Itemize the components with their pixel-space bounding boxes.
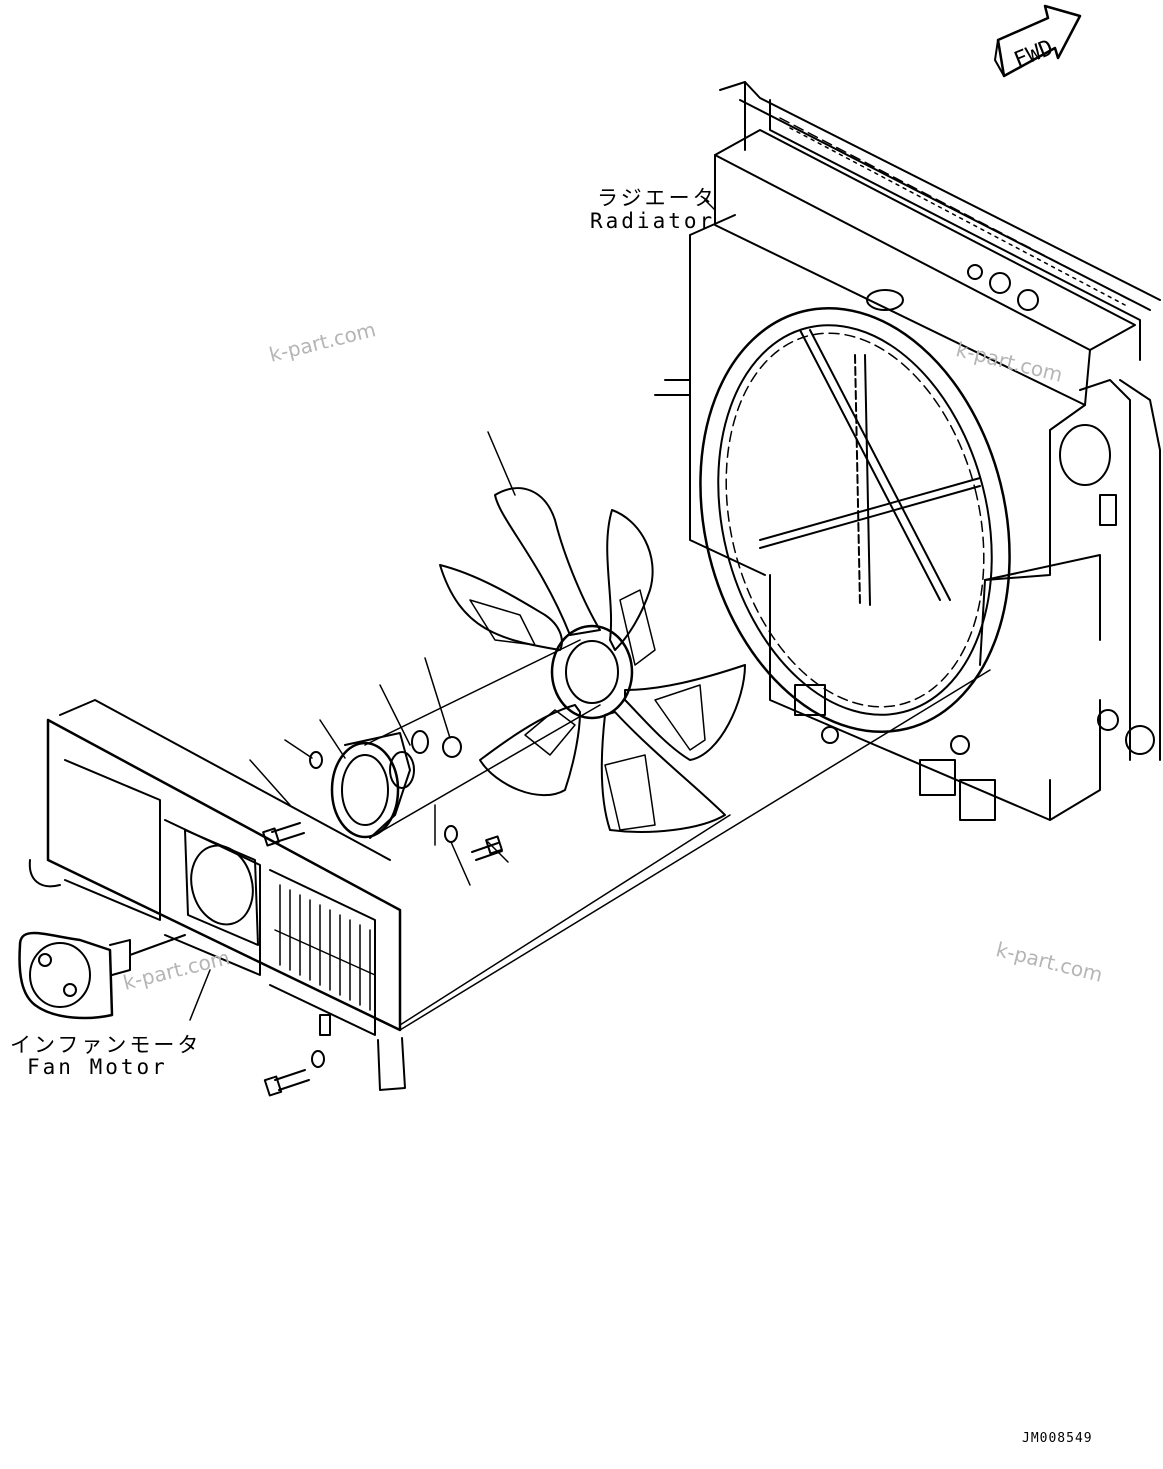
radiator-label-jp: ラジエータ — [597, 186, 717, 210]
fan-adapter-flange — [330, 732, 415, 839]
fasteners — [262, 730, 503, 1097]
fan-motor — [18, 931, 186, 1020]
fwd-arrow-icon: FWD — [994, 4, 1082, 78]
washer-icon — [411, 730, 429, 754]
fan-motor-label-en: Fan Motor — [27, 1055, 168, 1079]
nut-icon — [442, 736, 462, 758]
radiator-assembly — [654, 81, 1161, 821]
radiator-label-en: Radiator — [590, 209, 716, 233]
leader-lines — [189, 199, 991, 1031]
fwd-label: FWD — [1011, 35, 1057, 73]
washer-icon — [309, 751, 323, 769]
cooling-fan — [439, 487, 746, 833]
fan-guard-frame — [28, 699, 406, 1091]
washer-icon — [311, 1050, 325, 1068]
fan-motor-label-jp: インファンモータ — [10, 1033, 202, 1057]
washer-icon — [444, 825, 458, 843]
drawing-code: JM008549 — [1022, 1431, 1093, 1446]
